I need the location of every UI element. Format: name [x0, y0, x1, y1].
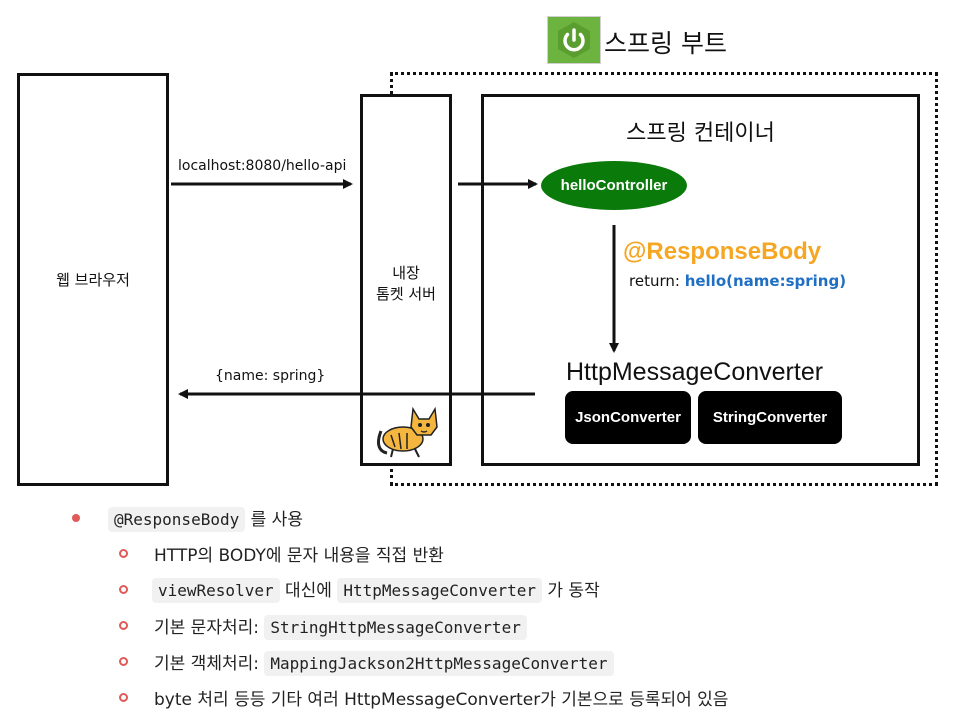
note-sub2: viewResolver 대신에 HttpMessageConverter 가 …: [152, 576, 600, 603]
request-url-label: localhost:8080/hello-api: [178, 158, 347, 174]
tomcat-server-label: 내장 톰켓 서버: [376, 264, 436, 303]
spring-boot-title: 스프링 부트: [604, 29, 727, 58]
tomcat-cat-icon: [377, 406, 438, 458]
tomcat-server-box: 내장 톰켓 서버: [360, 94, 452, 466]
return-statement: return: hello(name:spring): [629, 272, 847, 290]
power-icon: [558, 22, 590, 58]
web-browser-label: 웹 브라우저: [56, 271, 130, 289]
tomcat-logo: [369, 403, 445, 459]
bullet-sub1: [119, 549, 128, 558]
bullet-sub2: [119, 585, 128, 594]
bullet-sub3: [119, 621, 128, 630]
note-main-code: @ResponseBody: [108, 507, 246, 532]
note-sub5: byte 처리 등등 기타 여러 HttpMessageConverter가 기…: [154, 690, 729, 710]
spring-boot-logo: [547, 16, 601, 64]
note-main: @ResponseBody 를 사용: [108, 505, 303, 532]
bullet-sub4: [119, 657, 128, 666]
spring-container-title: 스프링 컨테이너: [626, 121, 775, 146]
note-sub4: 기본 객체처리: MappingJackson2HttpMessageConve…: [154, 649, 614, 676]
note-sub3: 기본 문자처리: StringHttpMessageConverter: [154, 613, 527, 640]
response-body-annotation: @ResponseBody: [623, 238, 822, 265]
web-browser-box: 웹 브라우저: [17, 73, 169, 486]
note-sub1: HTTP의 BODY에 문자 내용을 직접 반환: [154, 546, 444, 566]
json-converter-node: JsonConverter: [565, 391, 691, 444]
bullet-sub5: [119, 693, 128, 702]
string-converter-node: StringConverter: [698, 391, 842, 444]
response-json-label: {name: spring}: [215, 368, 326, 384]
http-message-converter-title: HttpMessageConverter: [566, 358, 824, 386]
bullet-main: [72, 514, 80, 522]
hello-controller-node: helloController: [541, 161, 687, 210]
